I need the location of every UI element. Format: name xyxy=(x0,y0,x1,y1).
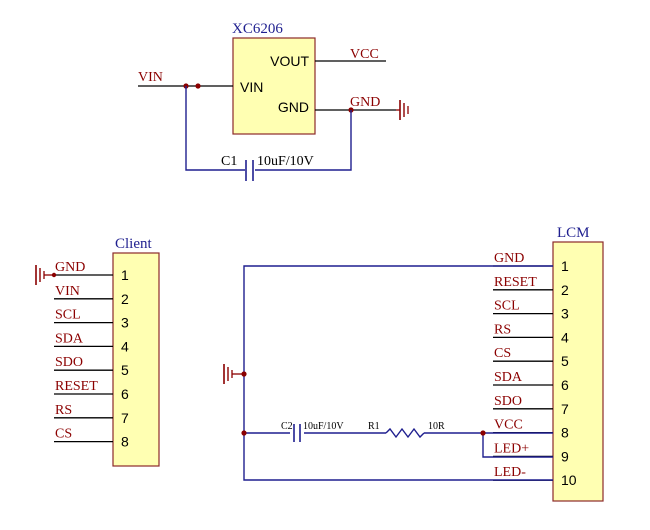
lcm-net-label: SCL xyxy=(494,299,520,314)
ground-symbol-client xyxy=(35,265,57,285)
lcm-pin-number: 1 xyxy=(561,258,569,274)
c1-ref-label: C1 xyxy=(221,154,237,169)
client-pin-row: CS 8 xyxy=(54,427,129,450)
lcm-pin-number: 2 xyxy=(561,282,569,298)
client-pin-row: VIN 2 xyxy=(54,284,129,307)
client-pin-number: 3 xyxy=(121,315,129,331)
c2-ref-label: C2 xyxy=(281,421,293,432)
client-net-label: CS xyxy=(55,427,72,442)
lcm-wiring: C2 10uF/10V R1 10R xyxy=(223,265,553,481)
client-pin-row: GND 1 xyxy=(54,260,129,283)
client-pin-number: 5 xyxy=(121,362,129,378)
lcm-pin-number: 5 xyxy=(561,353,569,369)
client-net-label: GND xyxy=(55,260,85,275)
lcm-pin-row: RS 4 xyxy=(493,322,569,345)
client-pin-number: 7 xyxy=(121,410,129,426)
net-label-vcc: VCC xyxy=(350,47,379,62)
lcm-pin-row: SCL 3 xyxy=(493,299,569,322)
regulator-body xyxy=(232,37,316,135)
regulator-pin-vin: VIN xyxy=(240,79,263,95)
r1-value-label: 10R xyxy=(428,421,445,432)
lcm-net-label: RESET xyxy=(494,275,537,290)
lcm-pin-number: 8 xyxy=(561,425,569,441)
client-body xyxy=(112,252,160,467)
client-pin-number: 6 xyxy=(121,386,129,402)
capacitor-c1 xyxy=(245,160,254,181)
net-label-vin: VIN xyxy=(138,70,163,85)
client-net-label: VIN xyxy=(55,284,80,299)
client-pin-number: 8 xyxy=(121,434,129,450)
client-net-label: RS xyxy=(55,403,72,418)
client-pin-row: SDA 4 xyxy=(54,331,129,354)
regulator-section: XC6206 VOUT VIN GND VCC VIN GND C1 10 xyxy=(138,21,409,181)
client-pin-row: SCL 3 xyxy=(54,308,129,331)
resistor-r1 xyxy=(385,427,425,439)
client-net-label: RESET xyxy=(55,379,98,394)
lcm-net-label: SDO xyxy=(494,394,522,409)
client-title: Client xyxy=(115,236,152,252)
lcm-pin-row: RESET 2 xyxy=(493,275,569,298)
r1-ref-label: R1 xyxy=(368,421,380,432)
lcm-pin-row: SDO 7 xyxy=(493,394,569,417)
c1-right-wire xyxy=(255,110,352,171)
regulator-pin-vout: VOUT xyxy=(270,53,309,69)
lcm-pin-row: SDA 6 xyxy=(493,370,569,393)
regulator-pin-gnd: GND xyxy=(278,99,309,115)
lcm-pin-number: 10 xyxy=(561,472,577,488)
junction-vcc xyxy=(480,430,486,436)
junction-vin-b xyxy=(195,83,201,89)
lcm-pin-number: 3 xyxy=(561,306,569,322)
c1-left-wire xyxy=(185,86,245,171)
client-pin-number: 2 xyxy=(121,291,129,307)
regulator-part-label: XC6206 xyxy=(232,21,283,37)
lcm-body xyxy=(552,241,604,502)
lcm-pin-row: CS 5 xyxy=(493,346,569,369)
client-pin-row: SDO 5 xyxy=(54,355,129,378)
client-pin-number: 4 xyxy=(121,338,129,354)
c2-value-label: 10uF/10V xyxy=(303,421,344,432)
net-label-gnd: GND xyxy=(350,95,380,110)
ground-symbol-regulator xyxy=(396,100,409,120)
lcm-title: LCM xyxy=(557,225,590,241)
lcm-net-label: LED+ xyxy=(494,441,529,456)
client-pin-row: RESET 6 xyxy=(54,379,129,402)
lcm-net-label: LED- xyxy=(494,465,526,480)
client-net-label: SCL xyxy=(55,308,81,323)
lcm-net-label: RS xyxy=(494,322,511,337)
client-pin-row: RS 7 xyxy=(54,403,129,426)
lcm-pin-number: 4 xyxy=(561,329,569,345)
lcm-net-label: SDA xyxy=(494,370,523,385)
lcm-pin-row: LED- 10 xyxy=(493,465,577,488)
lcm-pin-number: 9 xyxy=(561,448,569,464)
client-net-label: SDO xyxy=(55,355,83,370)
capacitor-c2 xyxy=(293,424,301,442)
c1-value-label: 10uF/10V xyxy=(257,154,314,169)
lcm-pin-number: 7 xyxy=(561,401,569,417)
lcm-net-label: GND xyxy=(494,251,524,266)
client-pin-number: 1 xyxy=(121,267,129,283)
client-net-label: SDA xyxy=(55,331,84,346)
lcm-pin-number: 6 xyxy=(561,377,569,393)
led-plus-wire xyxy=(482,433,553,458)
lcm-net-label: VCC xyxy=(494,418,523,433)
ground-symbol-lcm xyxy=(223,364,244,384)
lcm-net-label: CS xyxy=(494,346,511,361)
junction-c2 xyxy=(241,430,247,436)
